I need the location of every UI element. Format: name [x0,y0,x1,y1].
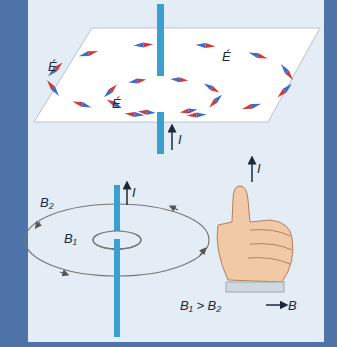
needle-south [196,113,206,118]
wire [114,185,120,337]
needle-south [251,104,261,109]
field-line [93,231,141,249]
plane [34,28,320,122]
needle-south [196,43,206,48]
compass-needles [47,42,293,117]
needle-south [214,95,222,103]
needle-south [283,84,292,93]
wire [157,112,164,154]
right-hand [217,186,293,292]
needle-north [143,42,153,47]
needle-north [257,53,267,58]
needle-north [72,101,82,106]
label: I [257,162,261,175]
needle-south [249,52,259,57]
needle-north [88,51,98,56]
wire [157,4,164,76]
needle-north [125,112,135,117]
label: É [112,97,121,110]
needle-north [180,109,189,114]
needle-south [134,112,144,117]
needle-north [179,77,188,82]
needle-south [281,64,289,73]
needle-north [137,78,146,83]
label: B₂ [40,196,54,209]
label: B₁ > B₂ [180,299,221,312]
needle-south [81,102,91,107]
label: B [288,299,297,312]
needle-north [187,113,197,118]
label: É [48,60,57,73]
needle-south [133,42,143,47]
needle-south [79,51,89,56]
needle-north [205,43,215,48]
needle-south [104,89,112,97]
panel [28,0,324,342]
label: I [178,133,182,146]
needle-south [170,77,179,82]
needle-south [51,86,59,95]
needle-south [128,78,137,83]
label: I [132,186,136,199]
needle-north [242,104,252,109]
label: É [222,50,231,63]
label: B₁ [64,232,77,245]
needle-south [147,110,156,115]
needle-south [204,84,213,91]
